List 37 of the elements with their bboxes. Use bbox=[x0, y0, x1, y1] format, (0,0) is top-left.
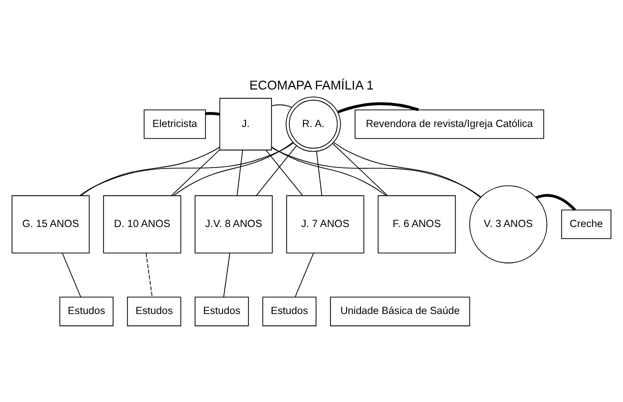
node-box: F. 6 ANOS bbox=[378, 195, 456, 254]
node-box: J. bbox=[219, 98, 272, 150]
node-box: G. 15 ANOS bbox=[12, 195, 90, 254]
connector bbox=[271, 104, 292, 108]
node-box: Revendora de revista/Igreja Católica bbox=[354, 109, 544, 139]
connector bbox=[266, 150, 303, 196]
connector bbox=[334, 142, 481, 198]
connector bbox=[332, 143, 388, 196]
connector bbox=[173, 142, 294, 196]
connector bbox=[272, 147, 482, 198]
node-box: Estudos bbox=[194, 296, 249, 326]
node-box: Unidade Básica de Saúde bbox=[330, 296, 470, 326]
connector bbox=[536, 194, 576, 211]
connector bbox=[80, 142, 294, 196]
connector bbox=[80, 146, 220, 196]
node-box: Creche bbox=[561, 210, 612, 240]
node-box: Estudos bbox=[127, 296, 182, 326]
node-circle: V. 3 ANOS bbox=[469, 185, 548, 264]
node-box: Estudos bbox=[59, 296, 114, 326]
node-circle: R. A. bbox=[286, 96, 341, 152]
diagram-title: ECOMAPA FAMÍLIA 1 bbox=[249, 78, 374, 93]
connector bbox=[223, 252, 230, 298]
connector bbox=[62, 252, 82, 298]
node-box: Eletricista bbox=[144, 109, 206, 139]
connector bbox=[256, 146, 297, 196]
connector bbox=[316, 151, 322, 196]
node-box: J.V. 8 ANOS bbox=[194, 195, 273, 254]
connector bbox=[338, 102, 419, 114]
node-box: Estudos bbox=[262, 296, 316, 326]
connector bbox=[171, 149, 220, 196]
node-box: D. 10 ANOS bbox=[103, 195, 182, 254]
connector bbox=[271, 146, 386, 196]
node-box: J. 7 ANOS bbox=[286, 195, 364, 254]
connector bbox=[294, 252, 314, 298]
connector bbox=[146, 252, 153, 298]
connector bbox=[236, 150, 243, 196]
connector bbox=[205, 112, 220, 116]
